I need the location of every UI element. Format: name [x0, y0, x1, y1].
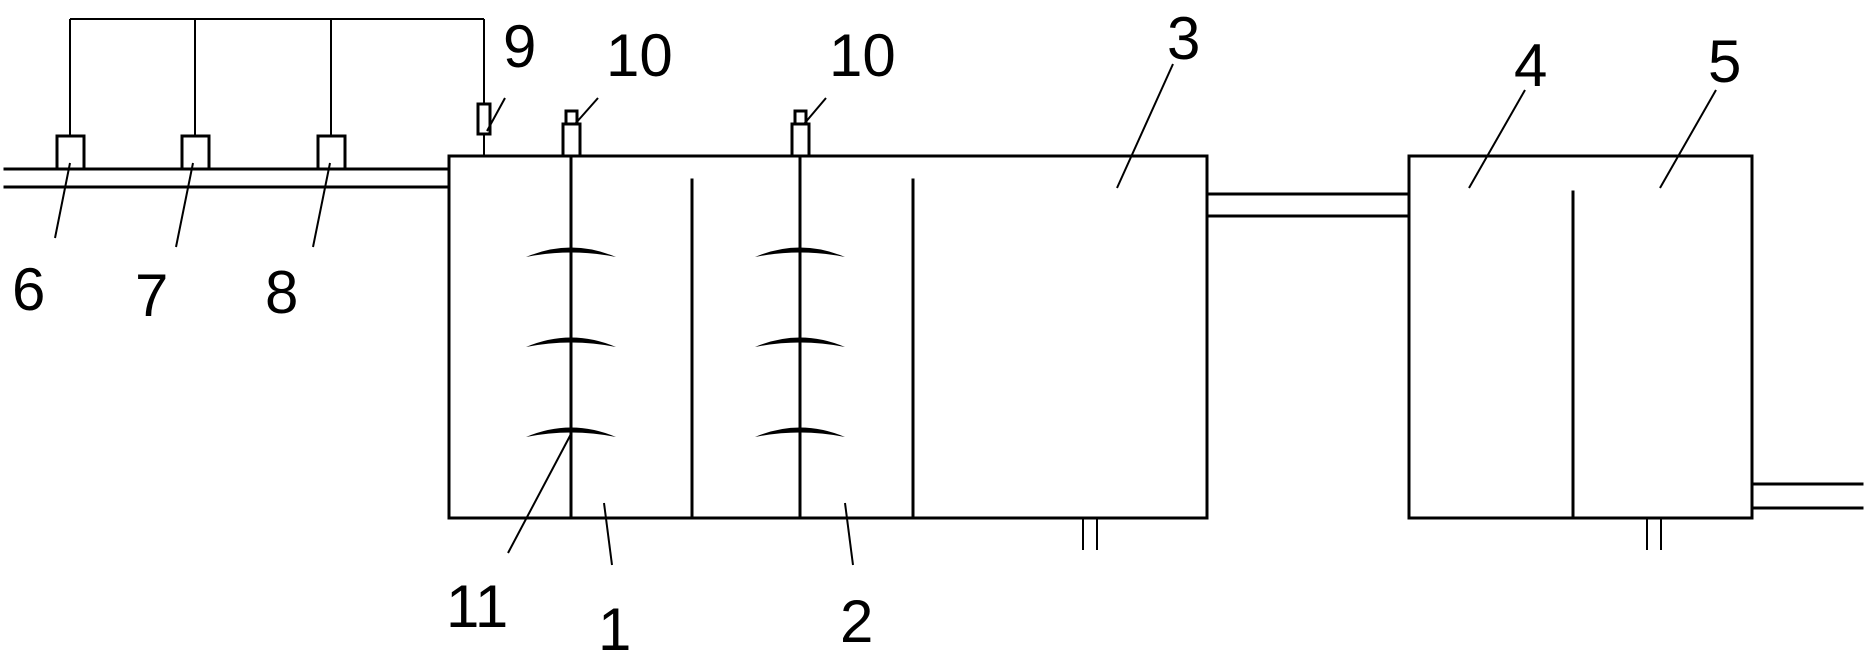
- label-2: 2: [840, 588, 873, 655]
- label-3: 3: [1167, 5, 1200, 72]
- label-1: 1: [598, 596, 631, 659]
- dosing-header: [69, 18, 485, 136]
- label-4: 4: [1514, 32, 1547, 99]
- label-9: 9: [503, 13, 536, 80]
- label-10-a: 10: [606, 22, 673, 89]
- label-6: 6: [12, 256, 45, 323]
- agitator-1: [526, 109, 616, 520]
- dosing-unit-7: [180, 134, 211, 171]
- label-8: 8: [265, 259, 298, 326]
- label-7: 7: [135, 262, 168, 329]
- label-5: 5: [1708, 28, 1741, 95]
- agitator-2: [755, 109, 845, 520]
- label-11: 11: [446, 573, 508, 640]
- leader-lines: [54, 63, 1717, 566]
- outlet-pipe: [1750, 482, 1864, 510]
- dosing-unit-8: [316, 134, 347, 171]
- inlet-pipe: [3, 167, 451, 189]
- connecting-pipe: [1205, 192, 1411, 218]
- tank-4-5: [1407, 154, 1754, 550]
- reaction-tank-1-2-3: [447, 154, 1209, 550]
- label-10-b: 10: [829, 22, 896, 89]
